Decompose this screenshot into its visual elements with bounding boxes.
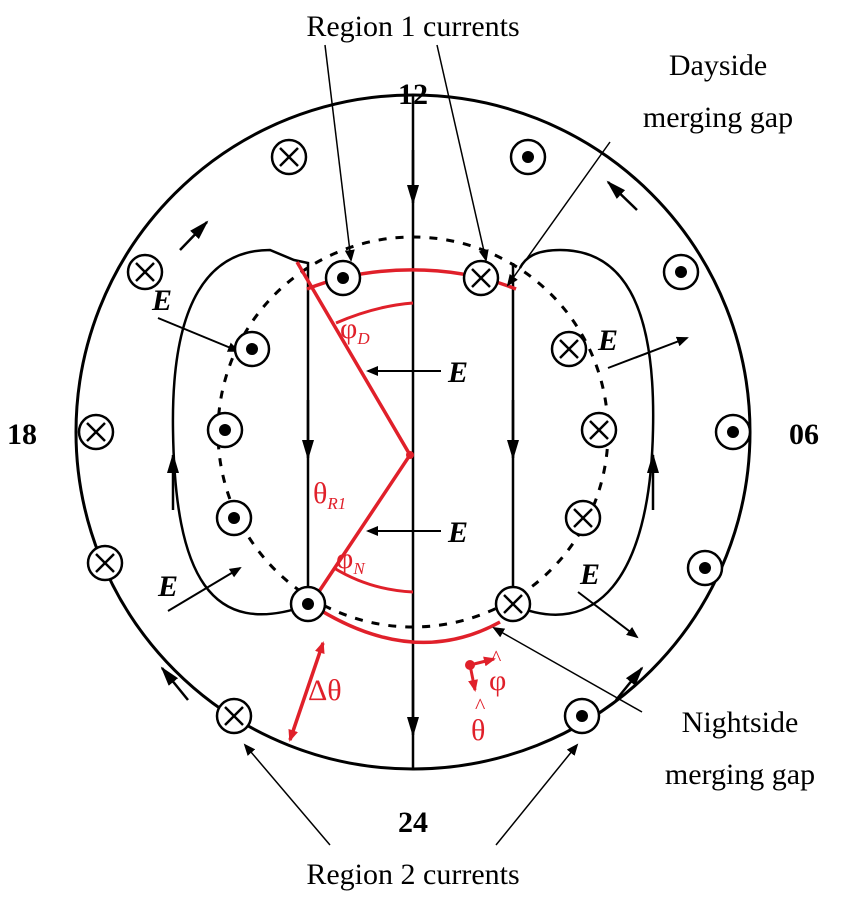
leader-nightside-gap — [492, 627, 643, 713]
e-arrow-dawn-lower — [577, 591, 639, 639]
dawn-label: 06 — [789, 418, 819, 451]
current-into-page — [215, 697, 253, 735]
outer-flow-arrow-ne — [606, 180, 638, 211]
r1-boundary-arc-bottom — [311, 603, 501, 645]
current-out-of-page — [206, 411, 244, 449]
phi-n-arc — [333, 566, 414, 594]
current-out-of-page — [215, 499, 253, 537]
region2-label: Region 2 currents — [306, 858, 519, 891]
current-into-page — [550, 330, 588, 368]
pivot-dot-center — [406, 451, 414, 459]
delta-theta-arrow — [288, 641, 325, 742]
current-out-of-page — [289, 585, 327, 623]
phi-d-arc — [335, 301, 414, 325]
e-arrow-dusk-upper — [157, 317, 240, 352]
nightside-gap-label-line2: merging gap — [665, 758, 815, 791]
theta-hat-vector — [468, 664, 478, 692]
leader-region2-left — [243, 743, 331, 846]
current-out-of-page — [714, 413, 752, 451]
phi-d-label: φD — [340, 312, 370, 348]
current-into-page — [462, 259, 500, 297]
current-into-page — [86, 544, 124, 582]
e-label-dawn-lower: E — [579, 558, 600, 591]
leader-dayside-gap — [506, 141, 611, 287]
current-out-of-page — [324, 259, 362, 297]
phi-hat-caret: ^ — [491, 645, 502, 670]
current-out-of-page — [662, 253, 700, 291]
e-label-center-lower: E — [447, 516, 468, 549]
midnight-label: 24 — [398, 806, 428, 839]
theta-r1-label: θR1 — [313, 477, 346, 513]
current-into-page — [564, 499, 602, 537]
e-label-center-upper: E — [447, 356, 468, 389]
current-into-page — [494, 585, 532, 623]
field-aligned-currents — [77, 138, 752, 735]
dawn-convection-cell — [511, 248, 655, 616]
leader-region1-left — [324, 44, 355, 262]
theta-hat-caret: ^ — [475, 693, 486, 718]
leader-region1-right — [436, 44, 489, 262]
region1-label: Region 1 currents — [306, 10, 519, 43]
phi-hat-label: φ — [489, 664, 506, 697]
nightside-gap-label-line1: Nightside — [682, 706, 799, 739]
current-out-of-page — [686, 549, 724, 587]
outer-flow-arrow-nw — [179, 220, 209, 251]
outer-flow-arrow-se — [615, 666, 644, 701]
noon-label: 12 — [398, 78, 428, 111]
phi-n-label: φN — [336, 542, 366, 578]
theta-hat-label: θ — [471, 714, 485, 747]
e-label-dusk-upper: E — [151, 284, 172, 317]
leader-region2-right — [495, 743, 579, 846]
current-into-page — [580, 411, 618, 449]
outer-flow-arrow-sw — [160, 666, 189, 701]
current-into-page — [126, 253, 164, 291]
dayside-gap-label-line2: merging gap — [643, 101, 793, 134]
current-out-of-page — [509, 138, 547, 176]
e-arrow-dusk-lower — [167, 566, 242, 612]
e-label-dusk-lower: E — [157, 570, 178, 603]
current-into-page — [270, 138, 308, 176]
dusk-label: 18 — [7, 418, 37, 451]
e-arrow-dawn-upper — [607, 336, 689, 369]
current-into-page — [77, 413, 115, 451]
e-label-dawn-upper: E — [597, 324, 618, 357]
current-out-of-page — [233, 330, 271, 368]
phi-hat-vector — [469, 656, 496, 667]
delta-theta-label: Δθ — [308, 674, 342, 707]
dayside-gap-label-line1: Dayside — [669, 49, 767, 82]
current-out-of-page — [563, 697, 601, 735]
dusk-convection-cell — [171, 248, 310, 616]
